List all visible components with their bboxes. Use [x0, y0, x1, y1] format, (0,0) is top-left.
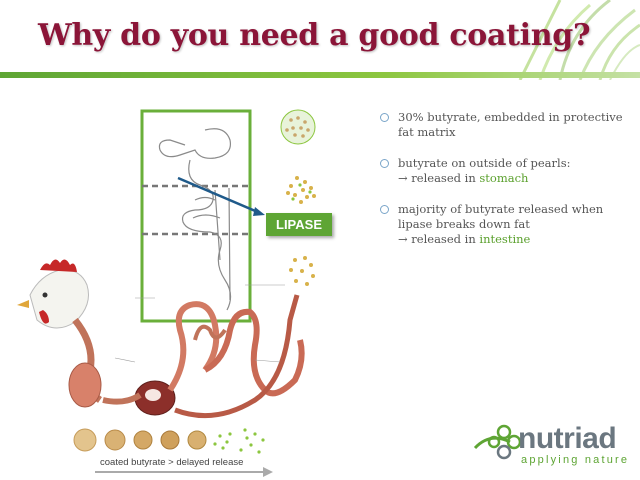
logo-name: nutriad — [518, 422, 617, 455]
bullet-arrow-text: → released in — [398, 171, 480, 185]
logo-tagline: applying nature — [521, 454, 630, 466]
blue-arrow — [177, 176, 261, 215]
bullet-item: majority of butyrate released when lipas… — [378, 202, 628, 247]
pearl-caption: coated butyrate > delayed release — [100, 457, 244, 468]
bullet-list: 30% butyrate, embedded in protective fat… — [378, 110, 628, 263]
bullet-text: butyrate on outside of pearls: — [398, 156, 571, 170]
bullet-ring-icon — [380, 205, 389, 214]
highlight-frame — [140, 109, 252, 323]
bullet-ring-icon — [380, 159, 389, 168]
bullet-text: 30% butyrate, embedded in protective — [398, 110, 623, 124]
chicken-head — [17, 259, 89, 329]
slide-title: Why do you need a good coating? — [38, 18, 591, 53]
bullet-highlight: stomach — [479, 171, 529, 185]
label-leader-lines — [114, 284, 285, 363]
nutriad-logo-icon — [473, 424, 522, 460]
bullet-text: fat matrix — [398, 125, 456, 139]
tract-outline-drawing — [158, 128, 232, 311]
bullet-text: lipase breaks down fat — [398, 217, 530, 231]
bullet-text: majority of butyrate released when — [398, 202, 604, 216]
pearl-sequence — [73, 428, 273, 477]
title-underline — [0, 72, 640, 78]
bullet-item: butyrate on outside of pearls: → release… — [378, 156, 628, 186]
particle-clusters — [280, 109, 316, 286]
bullet-arrow-text: → released in — [398, 232, 480, 246]
chicken-digestive-tract-illustration — [17, 109, 316, 477]
digestive-organs — [68, 294, 305, 419]
bullet-ring-icon — [380, 113, 389, 122]
lipase-label: LIPASE — [266, 213, 332, 236]
bullet-highlight: intestine — [479, 232, 531, 246]
bullet-item: 30% butyrate, embedded in protective fat… — [378, 110, 628, 140]
